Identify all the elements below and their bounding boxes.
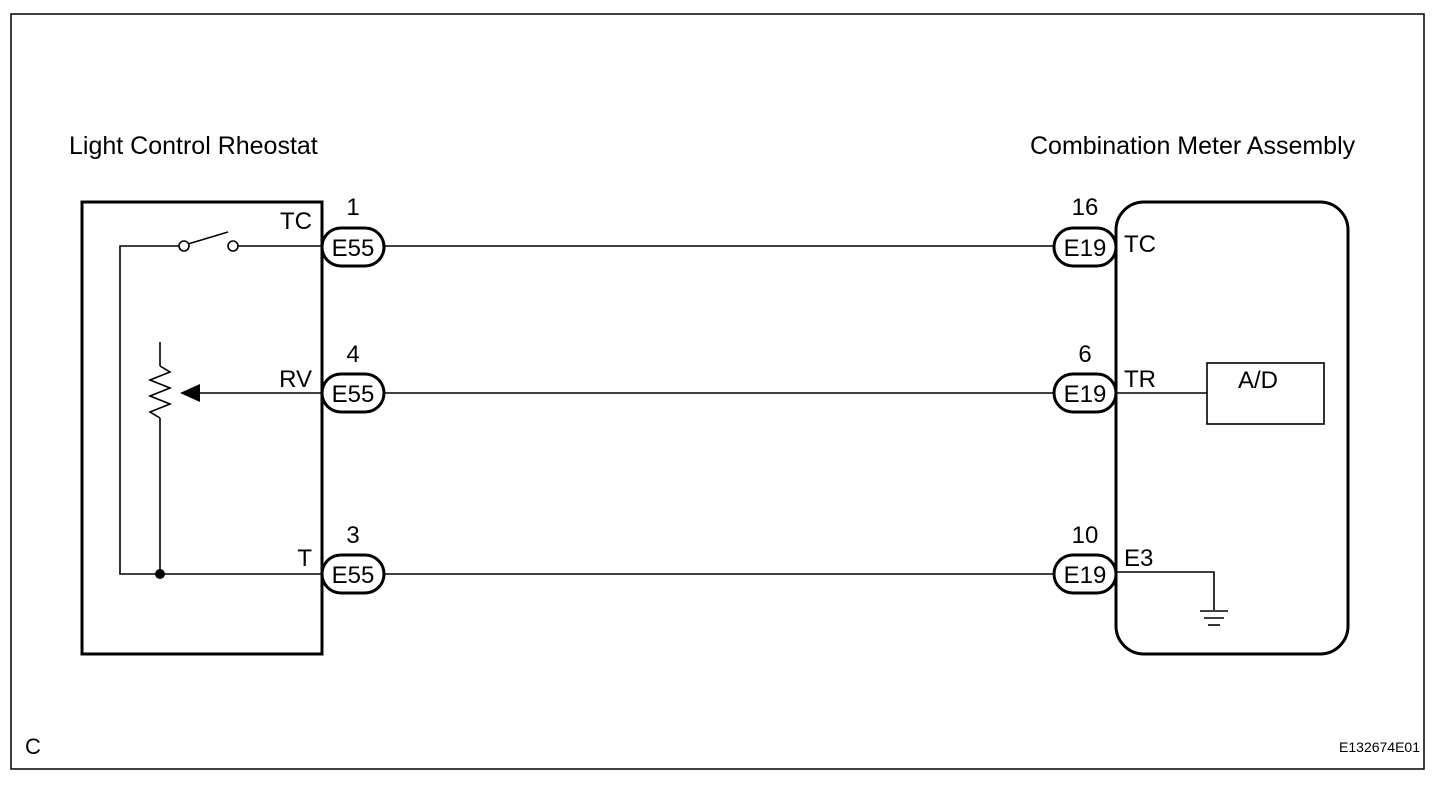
right-component-title: Combination Meter Assembly [1030,132,1356,160]
svg-text:E55: E55 [332,235,375,262]
left-component-title: Light Control Rheostat [69,132,318,160]
connector-e19-pin6: E19 [1052,372,1118,414]
pin-number-t: 3 [346,522,359,549]
svg-text:E19: E19 [1064,381,1107,408]
diagram-frame [10,13,1425,770]
terminal-name-t: T [297,545,312,572]
variable-resistor-icon [147,342,173,574]
terminal-name-tc-left: TC [280,208,312,235]
terminal-name-rv: RV [279,366,312,393]
connector-e55-pin4: E55 [320,372,386,414]
figure-id: E132674E01 [1339,739,1420,755]
connector-e55-pin1: E55 [320,226,386,268]
ad-converter-block [1206,362,1325,425]
ground-icon [1200,610,1228,626]
switch-icon [178,231,239,252]
light-control-rheostat-box [80,200,324,656]
pin-number-e3: 10 [1072,522,1099,549]
ad-converter-label: A/D [1238,367,1278,394]
wiper-arrow-icon [180,384,322,402]
pin-number-tc-left: 1 [346,194,359,221]
combination-meter-box [1114,200,1350,656]
terminal-name-tc-right: TC [1124,231,1156,258]
rheostat-internal-wiring [119,231,322,579]
connector-e19-pin10: E19 [1052,553,1118,595]
terminal-name-e3: E3 [1124,545,1153,572]
pin-number-rv: 4 [346,341,359,368]
terminal-name-tr: TR [1124,366,1156,393]
svg-text:E19: E19 [1064,562,1107,589]
svg-text:E55: E55 [332,562,375,589]
svg-text:E19: E19 [1064,235,1107,262]
connector-e55-pin3: E55 [320,553,386,595]
connector-e19-pin16: E19 [1052,226,1118,268]
pin-number-tc-right: 16 [1072,194,1099,221]
pin-number-tr: 6 [1078,341,1091,368]
junction-dot [155,569,165,579]
wire-e3-ground [1116,571,1215,610]
corner-letter: C [25,734,41,759]
svg-text:E55: E55 [332,381,375,408]
